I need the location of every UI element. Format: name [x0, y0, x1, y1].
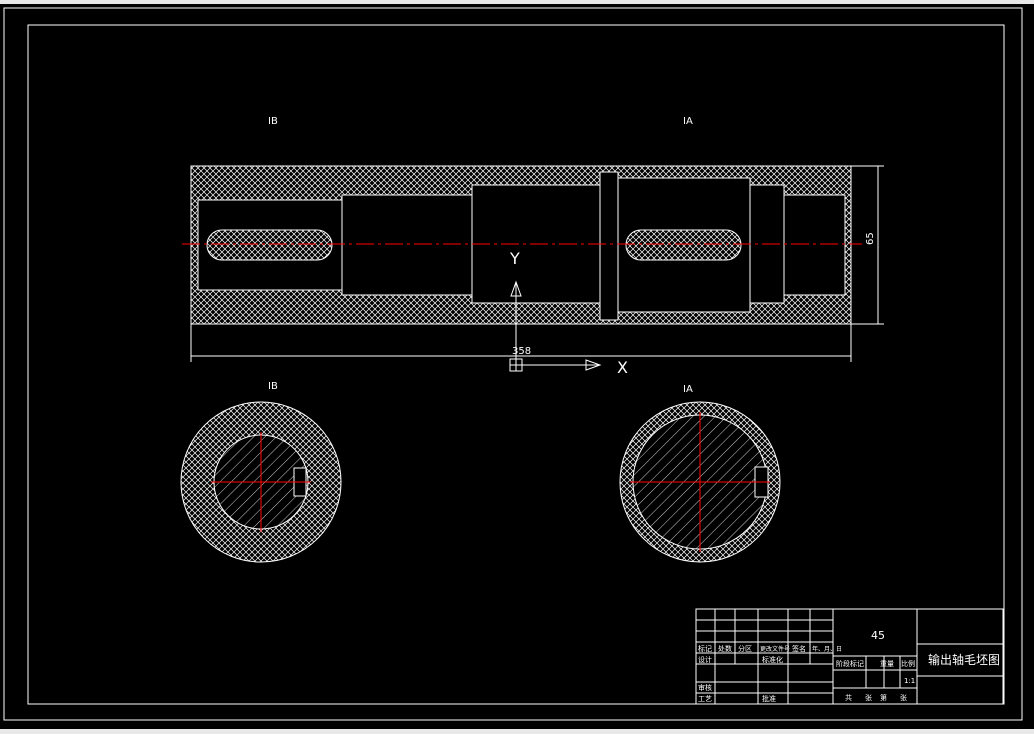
- section-view-a: [619, 401, 781, 563]
- diameter-dimension: [851, 165, 884, 325]
- tb-sheet-1: 张: [865, 693, 872, 702]
- keyway-b: [206, 229, 333, 261]
- window-bottom-edge: [0, 729, 1034, 734]
- shaft-profile: [197, 171, 846, 321]
- tb-row4-1: 批准: [762, 694, 776, 703]
- length-dim-text: 358: [512, 346, 531, 357]
- tb-sheet-3: 张: [900, 693, 907, 702]
- tb-row4-0: 工艺: [698, 695, 712, 703]
- tb-sheet-0: 共: [845, 693, 852, 702]
- tb-row3-0: 审核: [698, 683, 712, 692]
- length-dimension: [190, 324, 852, 362]
- ucs-y-label: Y: [509, 249, 520, 268]
- section-label-a-bottom: IA: [683, 384, 693, 395]
- section-label-b-bottom: IB: [268, 381, 278, 392]
- tb-row1-4: 签名: [792, 644, 806, 653]
- diameter-dim-text: 65: [865, 232, 876, 245]
- tb-row2-1: 标准化: [762, 655, 783, 664]
- tb-stage-0: 阶段标记: [836, 659, 864, 668]
- tb-row1-0: 标记: [698, 644, 712, 653]
- ucs-icon[interactable]: [509, 280, 602, 372]
- tb-row1-2: 分区: [738, 644, 752, 653]
- section-label-b-top: IB: [268, 116, 278, 127]
- tb-stage-2: 比例: [901, 659, 915, 668]
- material-text: 45: [871, 629, 885, 642]
- tb-row1-5: 年、月、日: [812, 645, 842, 653]
- tb-row1-3: 更改文件号: [760, 645, 790, 653]
- tb-sheet-2: 第: [880, 693, 887, 702]
- section-view-b: [180, 401, 342, 563]
- tb-row2-0: 设计: [698, 655, 712, 664]
- section-label-a-top: IA: [683, 116, 693, 127]
- window-top-edge: [0, 0, 1034, 4]
- title-block: [695, 608, 1004, 705]
- tb-stage-1: 重量: [880, 660, 894, 668]
- tb-row1-1: 处数: [718, 644, 732, 653]
- keyway-a: [625, 229, 742, 261]
- drawing-title: 输出轴毛坯图: [928, 652, 1000, 667]
- scale-text: 1:1: [904, 677, 915, 685]
- ucs-x-label: X: [617, 358, 628, 377]
- outer-frame: [3, 7, 1023, 721]
- inner-frame: [27, 24, 1005, 705]
